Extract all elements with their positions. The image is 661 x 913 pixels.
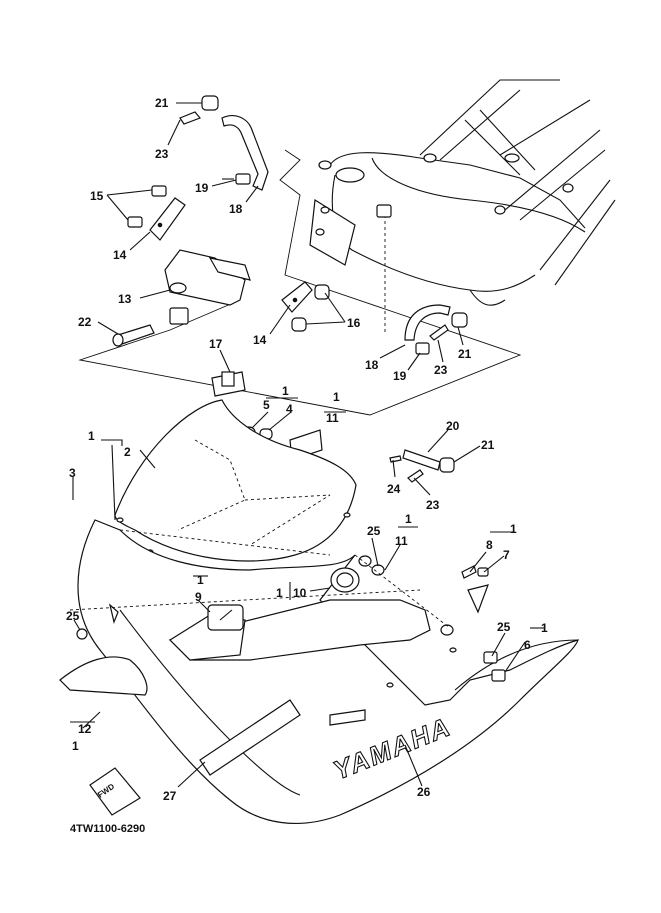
callout-label: 26 xyxy=(417,785,431,799)
callout-label: 14 xyxy=(253,333,267,347)
callout-label: 19 xyxy=(393,369,407,383)
stay-upper xyxy=(179,95,269,191)
callout-label: 27 xyxy=(163,789,177,803)
callout-label: 9 xyxy=(195,590,202,604)
callout-label: 21 xyxy=(458,347,472,361)
callout-label: 21 xyxy=(155,96,169,110)
callout-label: 1 xyxy=(405,512,412,526)
callout-label: 1 xyxy=(510,522,517,536)
callout-label: 21 xyxy=(481,438,495,452)
callout-label: 20 xyxy=(446,419,460,433)
tank-side-bracket xyxy=(309,198,356,266)
stay-lower-right xyxy=(376,204,468,355)
callout-label: 8 xyxy=(486,538,493,552)
callout-label: 1 xyxy=(282,384,289,398)
callout-label: 1 xyxy=(541,621,548,635)
callout-label: 16 xyxy=(347,316,361,330)
callout-label: 11 xyxy=(395,534,408,548)
callout-label: 19 xyxy=(195,181,209,195)
callout-label: 11 xyxy=(326,411,339,425)
bolt-22 xyxy=(112,324,155,347)
bolt-15-group xyxy=(127,185,186,241)
callout-label: 1 xyxy=(276,586,283,600)
bolt-20-group xyxy=(389,449,455,483)
callout-label: 1 xyxy=(88,429,95,443)
callout-label: 25 xyxy=(66,609,80,623)
windscreen-2 xyxy=(114,399,357,562)
callout-label: 24 xyxy=(387,482,401,496)
callout-label: 25 xyxy=(367,524,381,538)
callout-label: 18 xyxy=(229,202,243,216)
air-duct-10 xyxy=(168,555,431,661)
assembly-outline xyxy=(78,149,522,416)
callout-label: 2 xyxy=(124,445,131,459)
callout-label: 10 xyxy=(293,586,307,600)
bracket-14-right xyxy=(281,281,330,332)
callout-label: 5 xyxy=(263,398,270,412)
callout-label: 25 xyxy=(497,620,511,634)
callout-label: 17 xyxy=(209,337,223,351)
bracket-17 xyxy=(211,371,246,397)
fwd-arrow-icon: FWD xyxy=(89,767,141,816)
callout-label: 23 xyxy=(155,147,169,161)
callout-label: 15 xyxy=(90,189,104,203)
callout-label: 23 xyxy=(426,498,440,512)
callout-label: 1 xyxy=(333,390,340,404)
callout-label: 3 xyxy=(69,466,76,480)
side-panel-12 xyxy=(59,603,148,696)
callout-label: 14 xyxy=(113,248,127,262)
callout-label: 1 xyxy=(197,573,204,587)
callout-label: 1 xyxy=(72,739,79,753)
callout-label: 22 xyxy=(78,315,92,329)
callout-label: 12 xyxy=(78,722,92,736)
callout-label: 6 xyxy=(524,638,531,652)
callout-label: 23 xyxy=(434,363,448,377)
callout-label: 18 xyxy=(365,358,379,372)
decal-27 xyxy=(199,699,301,776)
callout-label: 13 xyxy=(118,292,132,306)
leader-lines xyxy=(69,102,545,788)
headlight-stay-13 xyxy=(164,249,251,325)
callout-label: 7 xyxy=(503,548,510,562)
drawing-code: 4TW1100-6290 xyxy=(70,823,145,835)
callout-numbers: 21 23 15 19 18 14 13 22 14 16 18 19 23 2… xyxy=(66,96,548,803)
frame-and-tank xyxy=(318,79,616,306)
callout-label: 4 xyxy=(286,402,293,416)
